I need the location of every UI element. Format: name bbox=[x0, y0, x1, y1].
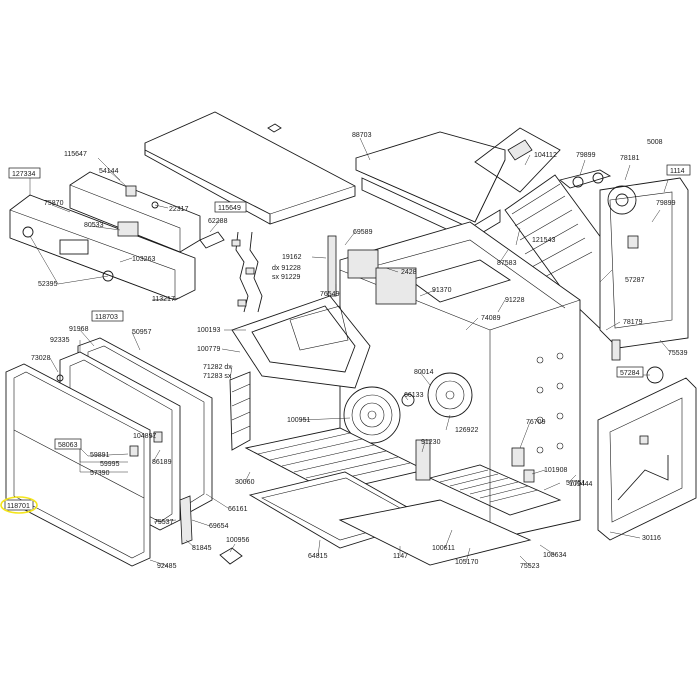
label-50957: 50957 bbox=[132, 329, 152, 336]
label-sx-91229: sx 91229 bbox=[272, 274, 301, 281]
label-113217: 113217 bbox=[152, 296, 175, 303]
label-100611: 100611 bbox=[432, 545, 455, 552]
label-74089: 74089 bbox=[481, 315, 501, 322]
label-75539: 75539 bbox=[668, 350, 688, 357]
label-108634: 108634 bbox=[543, 552, 566, 559]
label-76709: 76709 bbox=[526, 419, 546, 426]
label-73028: 73028 bbox=[31, 355, 51, 362]
top-hood bbox=[144, 111, 356, 225]
label-115647: 115647 bbox=[64, 151, 87, 158]
label-118703: 118703 bbox=[95, 314, 118, 321]
label-88703: 88703 bbox=[352, 132, 372, 139]
label-69654: 69654 bbox=[209, 523, 229, 530]
label-1147: 1147 bbox=[393, 553, 408, 560]
box-58063 bbox=[54, 438, 82, 450]
part-labels: 88703 104112 79899 78181 5008 1114 79899… bbox=[0, 132, 691, 570]
label-105170: 105170 bbox=[455, 559, 478, 566]
label-71282-dx: 71282 dx bbox=[203, 364, 232, 371]
label-80014: 80014 bbox=[414, 369, 434, 376]
label-79899: 79899 bbox=[576, 152, 596, 159]
box-118703 bbox=[91, 310, 124, 322]
label-104112: 104112 bbox=[534, 152, 557, 159]
label-57390: 57390 bbox=[90, 470, 110, 477]
label-78179: 78179 bbox=[623, 319, 643, 326]
label-75870: 75870 bbox=[44, 200, 64, 207]
label-101908: 101908 bbox=[544, 467, 567, 474]
label-66161: 66161 bbox=[228, 506, 248, 513]
label-22317: 22317 bbox=[169, 206, 189, 213]
top-cover-plate bbox=[355, 131, 506, 241]
label-78181: 78181 bbox=[620, 155, 640, 162]
label-91230: 91230 bbox=[421, 439, 441, 446]
side-dimples bbox=[536, 352, 564, 454]
heating-element bbox=[428, 464, 562, 516]
label-91370: 91370 bbox=[432, 287, 452, 294]
label-52395: 52395 bbox=[38, 281, 58, 288]
label-100951: 100951 bbox=[287, 417, 310, 424]
wiring-harness bbox=[199, 231, 263, 313]
leader-lines bbox=[29, 137, 671, 567]
label-121543: 121543 bbox=[532, 237, 555, 244]
label-1114: 1114 bbox=[670, 168, 685, 175]
box-118701 bbox=[4, 499, 34, 511]
highlight-118701 bbox=[0, 496, 38, 514]
side-panel bbox=[597, 377, 697, 541]
label-87583: 87583 bbox=[497, 260, 517, 267]
door-hinges bbox=[179, 495, 243, 565]
label-19162: 19162 bbox=[282, 254, 302, 261]
label-75523: 75523 bbox=[520, 563, 540, 570]
label-57287: 57287 bbox=[625, 277, 645, 284]
box-127334 bbox=[8, 167, 41, 179]
label-30060: 30060 bbox=[235, 479, 255, 486]
box-57284 bbox=[616, 366, 644, 378]
box-115649 bbox=[214, 201, 247, 213]
label-dx-91228: dx 91228 bbox=[272, 265, 301, 272]
label-115649: 115649 bbox=[218, 205, 241, 212]
label-59995: 59995 bbox=[100, 461, 120, 468]
label-100956: 100956 bbox=[226, 537, 249, 544]
label-69589: 69589 bbox=[353, 229, 373, 236]
label-100193: 100193 bbox=[197, 327, 220, 334]
label-76549: 76549 bbox=[320, 291, 340, 298]
label-80533: 80533 bbox=[84, 222, 104, 229]
rear-plate bbox=[559, 169, 689, 349]
label-126922: 126922 bbox=[455, 427, 478, 434]
label-62288: 62288 bbox=[208, 218, 228, 225]
label-66133: 66133 bbox=[404, 392, 424, 399]
rear-insulation-panel bbox=[474, 127, 611, 340]
shelf-guides bbox=[229, 371, 251, 451]
label-103263: 103263 bbox=[132, 256, 155, 263]
label-64815: 64815 bbox=[308, 553, 328, 560]
label-58063: 58063 bbox=[58, 442, 78, 449]
label-2428: 2428 bbox=[401, 269, 417, 276]
label-92335: 92335 bbox=[50, 337, 70, 344]
label-79899-b: 79899 bbox=[656, 200, 676, 207]
label-71283-sx: 71283 sx bbox=[203, 373, 232, 380]
label-118701: 118701 bbox=[7, 503, 30, 510]
label-54144: 54144 bbox=[99, 168, 119, 175]
label-104897: 104897 bbox=[133, 433, 156, 440]
label-81845: 81845 bbox=[192, 545, 212, 552]
label-91968: 91968 bbox=[69, 326, 89, 333]
label-30116: 30116 bbox=[642, 535, 661, 542]
label-100779: 100779 bbox=[197, 346, 220, 353]
small-parts bbox=[56, 185, 664, 483]
label-91228: 91228 bbox=[505, 297, 525, 304]
label-127334: 127334 bbox=[12, 171, 35, 178]
label-57284: 57284 bbox=[620, 370, 640, 377]
label-5008: 5008 bbox=[647, 139, 663, 146]
fan-guard bbox=[343, 386, 401, 444]
label-57751: 57751 bbox=[566, 480, 586, 487]
top-oven-frame bbox=[231, 295, 371, 389]
box-1114 bbox=[666, 164, 691, 176]
label-86189: 86189 bbox=[152, 459, 172, 466]
label-75537: 75537 bbox=[154, 519, 174, 526]
label-109444: 109444 bbox=[569, 481, 592, 488]
label-59891: 59891 bbox=[90, 452, 110, 459]
label-92485: 92485 bbox=[157, 563, 177, 570]
